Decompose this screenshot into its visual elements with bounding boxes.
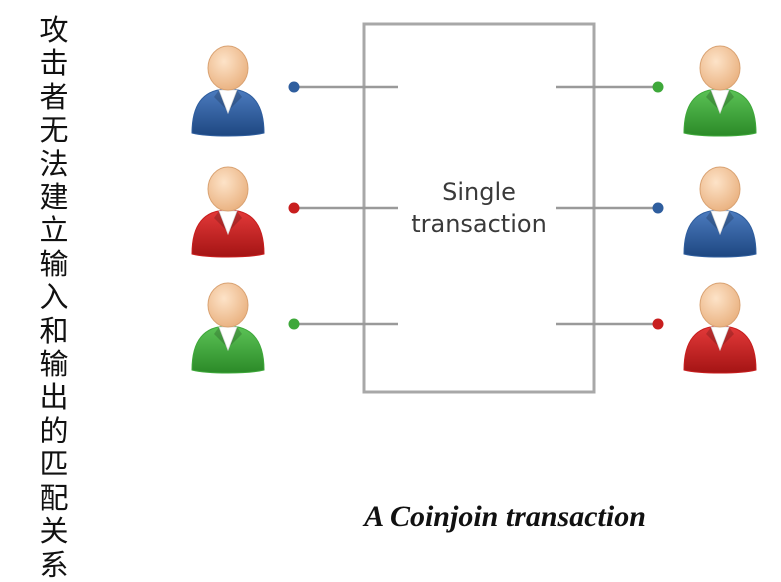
input-person-blue-lapel-right (230, 90, 242, 109)
output-person-green-lapel-right (722, 90, 734, 109)
output-connector-3-dot (652, 318, 664, 330)
transaction-label-line2: transaction (411, 210, 547, 238)
input-connector-2-dot (288, 202, 300, 214)
transaction-label-line1: Single (442, 178, 516, 206)
input-connector-3-dot (288, 318, 300, 330)
output-person-red-lapel-right (722, 327, 734, 346)
output-connector-3 (556, 318, 664, 330)
input-connector-3 (288, 318, 398, 330)
output-person-red-lapel-left (706, 327, 718, 346)
output-connector-2 (556, 202, 664, 214)
input-person-blue (191, 45, 265, 137)
input-person-blue-head (207, 45, 249, 91)
output-connector-2-dot (652, 202, 664, 214)
output-person-blue-lapel-left (706, 211, 718, 230)
transaction-box (362, 22, 596, 394)
input-person-green-lapel-left (214, 327, 226, 346)
output-connector-1-dot (652, 81, 664, 93)
output-person-blue-lapel-right (722, 211, 734, 230)
output-connector-1 (556, 81, 664, 93)
input-person-red-lapel-right (230, 211, 242, 230)
output-person-blue (683, 166, 757, 258)
input-connector-2 (288, 202, 398, 214)
output-person-green-lapel-left (706, 90, 718, 109)
input-connector-1 (288, 81, 398, 93)
coinjoin-diagram (191, 22, 757, 394)
input-person-red-lapel-left (214, 211, 226, 230)
diagram-caption: A Coinjoin transaction (364, 500, 646, 533)
input-person-green-lapel-right (230, 327, 242, 346)
input-person-red-head (207, 166, 249, 212)
output-person-blue-head (699, 166, 741, 212)
output-person-green (683, 45, 757, 137)
transaction-label: Single transaction (364, 176, 594, 240)
input-person-green (191, 282, 265, 374)
input-person-blue-lapel-left (214, 90, 226, 109)
output-person-red (683, 282, 757, 374)
input-connector-1-dot (288, 81, 300, 93)
output-person-red-head (699, 282, 741, 328)
input-person-red (191, 166, 265, 258)
output-person-green-head (699, 45, 741, 91)
side-caption: 攻击者无法建立输入和输出的匹配关系 (39, 13, 69, 582)
input-person-green-head (207, 282, 249, 328)
